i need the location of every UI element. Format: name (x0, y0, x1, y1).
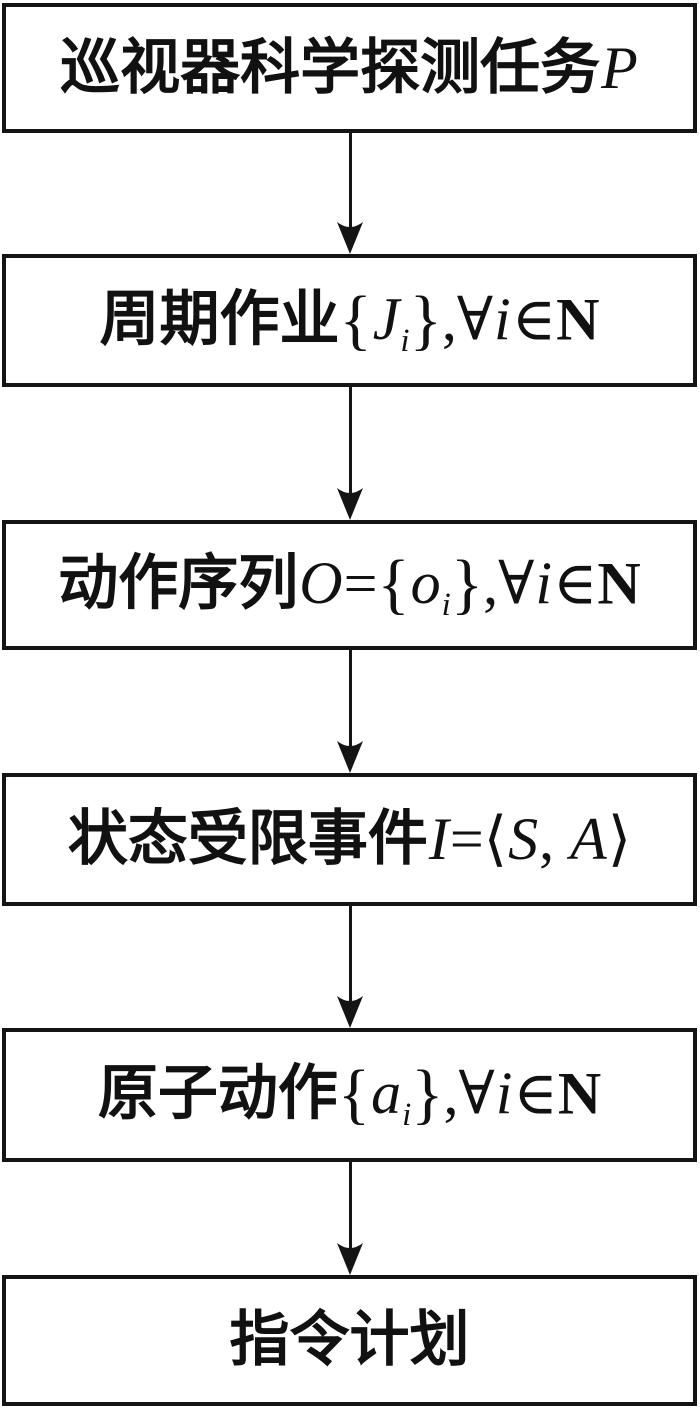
text-run: a (371, 1060, 402, 1127)
text-run: ∀ (456, 283, 494, 354)
text-run: 动作序列 (58, 550, 299, 617)
flow-node-command-plan-label: 指令计划 (230, 1306, 470, 1375)
text-run: 状态受限事件 (67, 806, 428, 872)
arrow-line (348, 906, 352, 1002)
text-run: } (450, 546, 484, 622)
flow-node-mission: 巡视器科学探测任务P (2, 3, 697, 133)
text-run: i (494, 285, 511, 352)
arrow-line (348, 387, 352, 494)
flow-node-mission-label: 巡视器科学探测任务P (60, 34, 639, 103)
text-run: { (337, 1056, 371, 1132)
text-run: } (409, 281, 442, 357)
text-run: 周期作业 (99, 285, 340, 352)
text-run: i (535, 550, 552, 617)
arrow-line (348, 650, 352, 747)
text-run: P (601, 34, 638, 101)
text-run: 巡视器科学探测任务 (60, 34, 601, 101)
text-run: { (339, 281, 372, 357)
flow-node-state-limited-events: 状态受限事件I=⟨S, A⟩ (2, 773, 697, 906)
flow-node-action-sequence: 动作序列O={oi},∀i∈N (2, 520, 697, 650)
text-run: I (428, 806, 449, 872)
text-run: ∀ (498, 548, 535, 619)
text-run: ⟩ (607, 804, 632, 874)
text-run: S (508, 806, 539, 872)
text-run: J (372, 285, 400, 352)
flow-node-atomic-actions-label: 原子动作{ai},∀i∈N (98, 1055, 601, 1135)
text-run: ∀ (458, 1058, 495, 1129)
arrow-head-icon (337, 741, 363, 773)
flow-arrow-1 (337, 133, 363, 254)
arrow-line (348, 133, 352, 228)
flow-node-state-limited-events-label: 状态受限事件I=⟨S, A⟩ (68, 805, 631, 874)
text-run: , (443, 1060, 459, 1127)
text-run: , (441, 285, 457, 352)
flow-node-periodic-jobs: 周期作业{Ji},∀i∈N (2, 254, 697, 387)
flow-arrow-3 (337, 650, 363, 773)
text-run: N (557, 1060, 602, 1127)
flow-node-periodic-jobs-label: 周期作业{Ji},∀i∈N (100, 281, 600, 361)
text-run: ∈ (511, 283, 557, 354)
text-run: A (570, 806, 607, 872)
flow-arrow-5 (337, 1162, 363, 1275)
flow-node-command-plan: 指令计划 (2, 1275, 697, 1406)
text-run: = (449, 806, 484, 872)
text-run: { (377, 546, 410, 622)
text-run: N (556, 285, 600, 352)
text-run: ∈ (513, 1058, 558, 1129)
flow-arrow-4 (337, 906, 363, 1028)
text-run: } (411, 1056, 444, 1132)
arrow-head-icon (337, 1243, 363, 1275)
arrow-line (348, 1162, 352, 1249)
flow-arrow-2 (337, 387, 363, 520)
text-run: i (402, 1096, 412, 1133)
text-run: , (483, 550, 499, 617)
text-run: i (441, 586, 451, 623)
text-run: = (343, 550, 378, 617)
text-run: O (299, 550, 343, 617)
arrow-head-icon (337, 488, 363, 520)
arrow-head-icon (337, 996, 363, 1028)
text-run: ∈ (552, 548, 598, 619)
text-run: i (495, 1060, 513, 1127)
text-run: i (400, 322, 410, 359)
text-run: , (539, 806, 570, 872)
text-run: ⟨ (483, 804, 508, 874)
arrow-head-icon (337, 222, 363, 254)
flow-node-atomic-actions: 原子动作{ai},∀i∈N (2, 1028, 697, 1162)
text-run: N (597, 550, 641, 617)
flow-node-action-sequence-label: 动作序列O={oi},∀i∈N (58, 545, 641, 625)
text-run: 指令计划 (229, 1307, 470, 1373)
text-run: o (410, 550, 441, 617)
text-run: 原子动作 (97, 1060, 338, 1127)
